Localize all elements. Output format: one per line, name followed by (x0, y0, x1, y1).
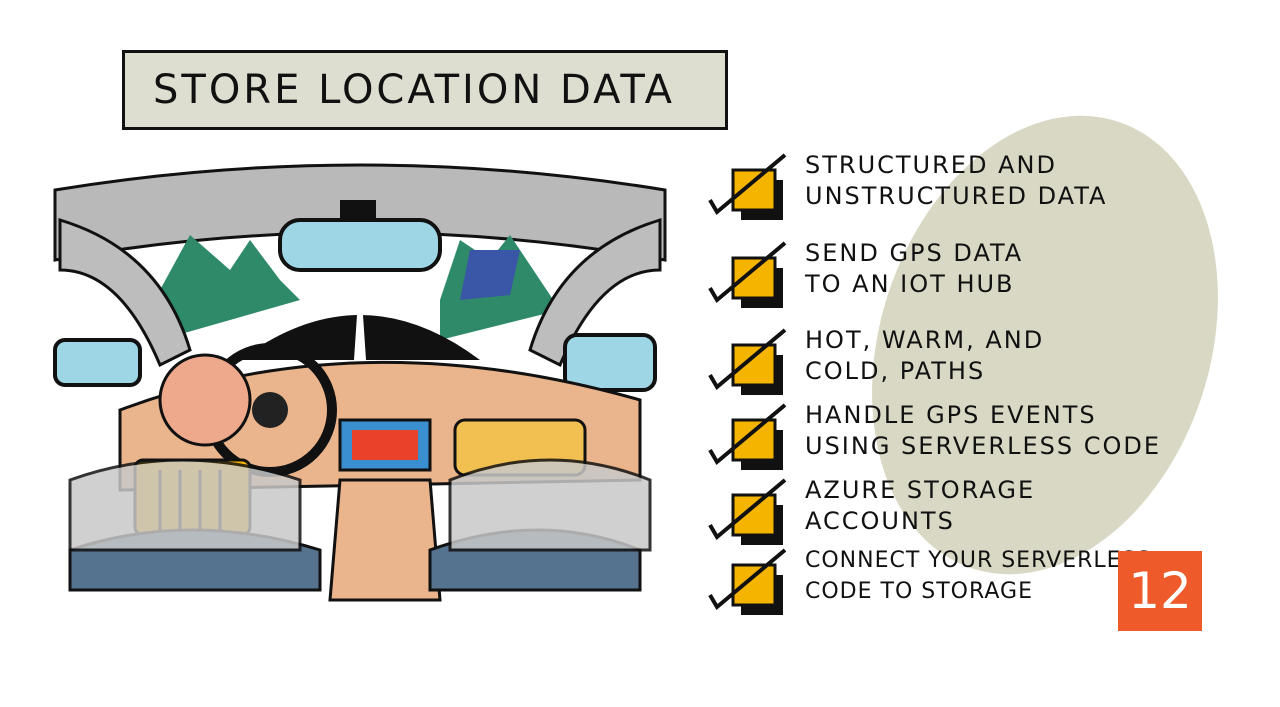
lesson-number-badge: 12 (1118, 551, 1202, 631)
screen-display (352, 430, 418, 460)
checklist-item-5: AZURE STORAGE ACCOUNTS (705, 475, 1175, 545)
pillar-right (528, 217, 662, 368)
title-banner: STORE LOCATION DATA (122, 50, 728, 130)
checklist-text: HANDLE GPS EVENTS USING SERVERLESS CODE (805, 401, 1162, 460)
tree-blue (460, 250, 520, 300)
side-mirror-left (53, 338, 142, 387)
rearview-mirror (278, 218, 442, 272)
checkbox-checked-icon (708, 548, 787, 615)
seatback-right (448, 458, 652, 552)
checklist-item-1: STRUCTURED AND UNSTRUCTURED DATA (705, 150, 1175, 220)
seatback-left (68, 458, 302, 552)
checkbox-checked-icon (708, 478, 787, 545)
checklist-item-3: HOT, WARM, AND COLD, PATHS (705, 325, 1175, 395)
checklist-item-4: HANDLE GPS EVENTS USING SERVERLESS CODE (705, 400, 1175, 470)
checklist-text: AZURE STORAGE ACCOUNTS (805, 476, 1036, 535)
driver-head (158, 353, 252, 447)
pillar-left (58, 217, 192, 368)
mirror-mount (340, 200, 376, 218)
checkbox-checked-icon (708, 153, 787, 220)
checklist-item-2: SEND GPS DATA TO AN IOT HUB (705, 238, 1175, 308)
tree-left (160, 235, 300, 340)
checkbox-checked-icon (708, 241, 787, 308)
checkbox-checked-icon (708, 328, 787, 395)
checklist-text: SEND GPS DATA TO AN IOT HUB (805, 239, 1024, 298)
road-line (354, 300, 366, 360)
checklist-text: CONNECT YOUR SERVERLESS CODE TO STORAGE (805, 548, 1152, 604)
car-interior-illustration (53, 163, 667, 602)
checkbox-checked-icon (708, 403, 787, 470)
center-console (328, 478, 442, 602)
page-title: STORE LOCATION DATA (153, 67, 676, 113)
checklist-text: STRUCTURED AND UNSTRUCTURED DATA (805, 151, 1108, 210)
side-mirror-right (563, 333, 657, 392)
steering-hub (252, 392, 288, 428)
checklist-text: HOT, WARM, AND COLD, PATHS (805, 326, 1045, 385)
lesson-number: 12 (1128, 562, 1192, 620)
checklist-item-6: CONNECT YOUR SERVERLESS CODE TO STORAGE (705, 545, 1175, 615)
